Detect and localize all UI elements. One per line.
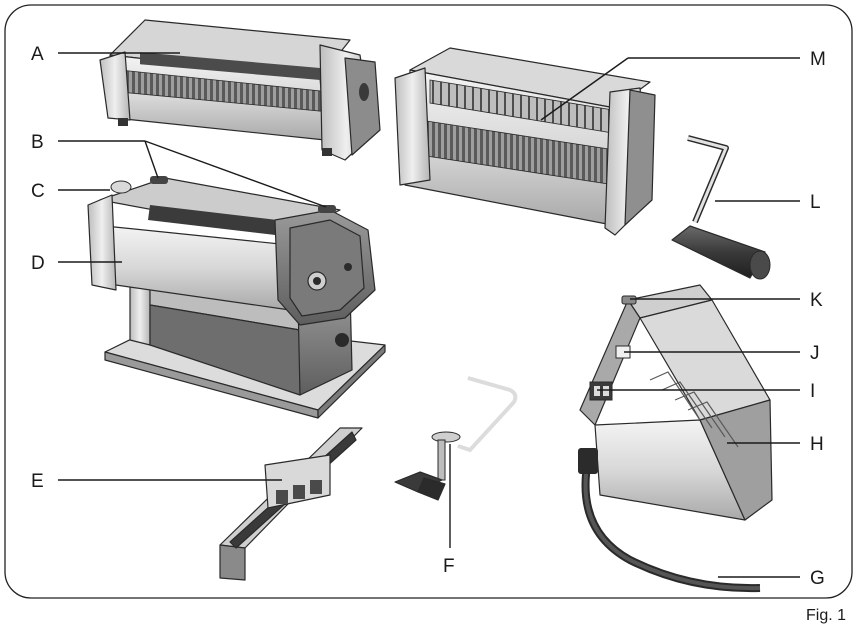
label-h: H [810, 434, 824, 455]
part-m-cutter-attachment [394, 47, 656, 236]
part-e-pasta-guide [219, 427, 363, 581]
part-l-crank-handle [671, 135, 771, 280]
figure-caption: Fig. 1 [806, 607, 846, 624]
label-l: L [810, 192, 821, 213]
part-a-cutter-attachment [99, 19, 381, 161]
leader-b-1 [144, 140, 159, 179]
label-d: D [31, 253, 45, 274]
label-m: M [810, 49, 826, 70]
leader-lines [58, 52, 800, 578]
label-c: C [31, 181, 45, 202]
label-j: J [810, 343, 820, 364]
label-i: I [810, 381, 815, 402]
part-f-table-clamp [394, 376, 518, 501]
label-f: F [443, 556, 455, 577]
main-pasta-machine [87, 176, 386, 419]
label-a: A [31, 44, 44, 65]
label-g: G [810, 568, 825, 589]
leader-m-2 [540, 57, 629, 121]
label-b: B [31, 132, 44, 153]
label-k: K [810, 290, 823, 311]
part-labels: A B C D E F G H I J K L M [31, 44, 826, 589]
label-e: E [31, 471, 44, 492]
leader-b-2 [144, 140, 327, 208]
